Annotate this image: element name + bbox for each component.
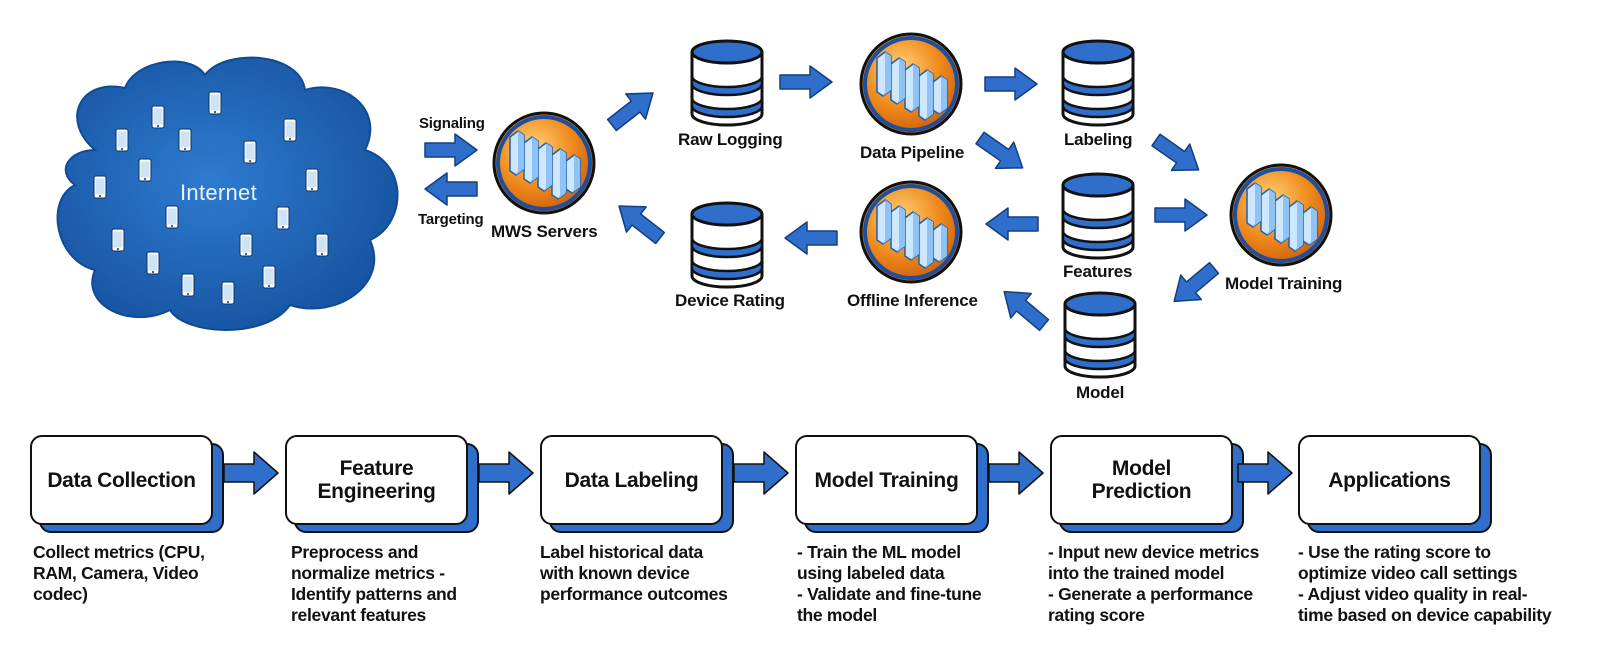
stage-description: Label historical data with known device …	[540, 542, 728, 604]
phone-icon	[208, 91, 222, 115]
stage-applications: Applications	[1298, 435, 1492, 533]
model-training-label: Model Training	[1225, 274, 1343, 293]
flow-arrow	[1146, 126, 1209, 184]
phone-icon	[315, 233, 329, 257]
model-label: Model	[1076, 383, 1125, 402]
flow-arrow	[608, 192, 671, 252]
labeling-label: Labeling	[1064, 130, 1133, 149]
phone-icon	[151, 105, 165, 129]
flow-arrow	[993, 278, 1056, 339]
stage-title: Feature Engineering	[317, 457, 436, 503]
phone-icon	[283, 118, 297, 142]
offline-inference-icon	[859, 180, 963, 284]
stage-description: Preprocess and normalize metrics - Ident…	[291, 542, 457, 625]
phone-icon	[181, 273, 195, 297]
internet-label: Internet	[180, 180, 258, 205]
targeting-arrow	[424, 172, 478, 206]
stage-description: - Use the rating score to optimize video…	[1298, 542, 1552, 625]
stage-title: Data Labeling	[564, 468, 699, 492]
internet-cloud	[56, 56, 399, 331]
model-db-icon	[1063, 291, 1137, 379]
flow-arrow	[1163, 254, 1226, 315]
device-rating-db-icon	[690, 201, 764, 289]
flow-arrow	[784, 221, 838, 255]
pipeline-arrow-icon	[223, 451, 279, 495]
flow-arrow	[984, 67, 1038, 101]
phone-icon	[262, 265, 276, 289]
pipeline-arrow-icon	[478, 451, 534, 495]
raw-logging-db-icon	[690, 39, 764, 127]
flow-arrow	[779, 65, 833, 99]
stage-title: Model Prediction	[1091, 457, 1192, 503]
device-rating-label: Device Rating	[675, 291, 785, 310]
stage-description: - Input new device metrics into the trai…	[1048, 542, 1260, 625]
stage-feature-engineering: Feature Engineering	[285, 435, 479, 533]
phone-icon	[146, 251, 160, 275]
pipeline-arrow-icon	[988, 451, 1044, 495]
labeling-db-icon	[1061, 39, 1135, 127]
stage-title: Data Collection	[47, 468, 196, 492]
phone-icon	[115, 128, 129, 152]
targeting-label: Targeting	[418, 211, 484, 228]
raw-logging-label: Raw Logging	[678, 130, 783, 149]
stage-description: - Train the ML model using labeled data …	[797, 542, 982, 625]
architecture-diagram	[56, 32, 1333, 379]
phone-icon	[305, 168, 319, 192]
features-db-icon	[1061, 172, 1135, 260]
data-pipeline-label: Data Pipeline	[860, 143, 965, 162]
phone-icon	[239, 233, 253, 257]
phone-icon	[178, 128, 192, 152]
flow-arrow	[985, 207, 1039, 241]
flow-arrow	[601, 79, 664, 139]
stage-title: Applications	[1328, 468, 1451, 492]
phone-icon	[276, 206, 290, 230]
stage-description: Collect metrics (CPU, RAM, Camera, Video…	[33, 542, 205, 604]
stage-model-prediction: Model Prediction	[1050, 435, 1244, 533]
mws-servers-label: MWS Servers	[491, 222, 598, 241]
mws-servers-icon	[492, 111, 596, 215]
model-training-icon	[1229, 163, 1333, 267]
phone-icon	[165, 205, 179, 229]
signaling-label: Signaling	[419, 115, 485, 132]
phone-icon	[138, 158, 152, 182]
pipeline-arrow-icon	[733, 451, 789, 495]
data-pipeline-icon	[859, 32, 963, 136]
features-label: Features	[1063, 262, 1133, 281]
phone-icon	[221, 281, 235, 305]
stage-title: Model Training	[814, 468, 959, 492]
pipeline-arrow-icon	[1237, 451, 1293, 495]
stage-model-training: Model Training	[795, 435, 989, 533]
phone-icon	[111, 228, 125, 252]
offline-inference-label: Offline Inference	[847, 291, 978, 310]
stage-data-labeling: Data Labeling	[540, 435, 734, 533]
signaling-arrow	[424, 133, 478, 167]
phone-icon	[243, 140, 257, 164]
phone-icon	[93, 175, 107, 199]
flow-arrow	[1154, 198, 1208, 232]
flow-arrow	[970, 124, 1033, 182]
stage-data-collection: Data Collection	[30, 435, 224, 533]
